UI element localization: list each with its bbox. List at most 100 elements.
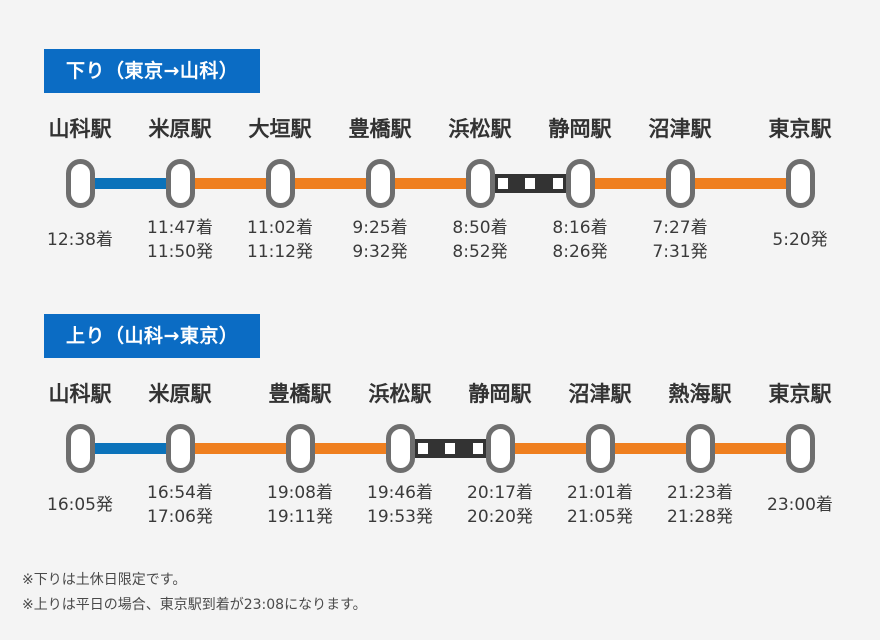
- station-times: 20:17着 20:20発: [420, 481, 580, 529]
- station-name: 大垣駅: [248, 117, 312, 141]
- station-departure-time: 17:06発: [147, 507, 213, 527]
- station-name: 浜松駅: [448, 117, 512, 141]
- station-marker[interactable]: [665, 159, 695, 208]
- line-segment-blue: [80, 178, 180, 189]
- footnote: ※上りは平日の場合、東京駅到着が23:08になります。: [22, 597, 367, 613]
- station-marker[interactable]: [785, 159, 815, 208]
- station-arrival-time: 5:20発: [772, 230, 828, 250]
- station-marker[interactable]: [685, 424, 715, 473]
- line-segment-orange: [180, 443, 300, 454]
- line-segment-orange: [680, 178, 800, 189]
- station-departure-time: 8:26発: [552, 242, 608, 262]
- footnote: ※下りは土休日限定です。: [22, 572, 187, 588]
- station-marker[interactable]: [165, 424, 195, 473]
- line-segment-orange: [580, 178, 680, 189]
- station-departure-time: 9:32発: [352, 242, 408, 262]
- station-times: 5:20発: [720, 228, 880, 252]
- station-departure-time: 11:12発: [247, 242, 313, 262]
- station-marker[interactable]: [585, 424, 615, 473]
- station-arrival-time: 16:05発: [47, 495, 113, 515]
- route-direction-badge: 上り（山科→東京）: [44, 314, 261, 358]
- line-segment-orange: [180, 178, 280, 189]
- station-times: 11:47着 11:50発: [100, 216, 260, 264]
- station-departure-time: 8:52発: [452, 242, 508, 262]
- dash-tick: [445, 443, 455, 454]
- station-arrival-time: 12:38着: [47, 230, 113, 250]
- station-marker[interactable]: [285, 424, 315, 473]
- station-arrival-time: 21:23着: [667, 483, 733, 503]
- line-segment-orange: [280, 178, 380, 189]
- station-departure-time: 21:05発: [567, 507, 633, 527]
- line-segment-blue: [80, 443, 180, 454]
- line-segment-orange: [700, 443, 800, 454]
- station-marker[interactable]: [165, 159, 195, 208]
- station-arrival-time: 16:54着: [147, 483, 213, 503]
- station-name: 米原駅: [148, 117, 212, 141]
- station-name: 静岡駅: [468, 382, 532, 406]
- station-arrival-time: 21:01着: [567, 483, 633, 503]
- station-marker[interactable]: [485, 424, 515, 473]
- station-arrival-time: 7:27着: [652, 218, 708, 238]
- station-arrival-time: 8:50着: [452, 218, 508, 238]
- station-times: 12:38着: [0, 228, 160, 252]
- dash-tick: [417, 443, 428, 454]
- station-departure-time: 21:28発: [667, 507, 733, 527]
- station-times: 21:01着 21:05発: [520, 481, 680, 529]
- line-segment-orange: [380, 178, 480, 189]
- station-times: 8:50着 8:52発: [400, 216, 560, 264]
- station-name: 米原駅: [148, 382, 212, 406]
- station-arrival-time: 19:46着: [367, 483, 433, 503]
- station-arrival-time: 20:17着: [467, 483, 533, 503]
- station-arrival-time: 11:47着: [147, 218, 213, 238]
- station-times: 16:05発: [0, 493, 160, 517]
- station-name: 東京駅: [768, 382, 832, 406]
- station-arrival-time: 19:08着: [267, 483, 333, 503]
- station-name: 沼津駅: [648, 117, 712, 141]
- station-name: 東京駅: [768, 117, 832, 141]
- station-name: 豊橋駅: [268, 382, 332, 406]
- station-times: 7:27着 7:31発: [600, 216, 760, 264]
- dash-tick: [472, 443, 483, 454]
- station-departure-time: 11:50発: [147, 242, 213, 262]
- dash-tick: [525, 178, 535, 189]
- station-times: 11:02着 11:12発: [200, 216, 360, 264]
- station-marker[interactable]: [785, 424, 815, 473]
- line-segment-orange: [600, 443, 700, 454]
- line-segment-orange: [500, 443, 600, 454]
- station-name: 山科駅: [48, 382, 112, 406]
- station-marker[interactable]: [265, 159, 295, 208]
- station-departure-time: 19:53発: [367, 507, 433, 527]
- route-direction-badge: 下り（東京→山科）: [44, 49, 261, 93]
- station-marker[interactable]: [565, 159, 595, 208]
- station-name: 沼津駅: [568, 382, 632, 406]
- station-marker[interactable]: [385, 424, 415, 473]
- station-departure-time: 7:31発: [652, 242, 708, 262]
- dash-tick: [552, 178, 563, 189]
- station-marker[interactable]: [65, 424, 95, 473]
- station-arrival-time: 11:02着: [247, 218, 313, 238]
- station-name: 山科駅: [48, 117, 112, 141]
- station-times: 23:00着: [720, 493, 880, 517]
- station-marker[interactable]: [465, 159, 495, 208]
- station-name: 豊橋駅: [348, 117, 412, 141]
- station-times: 19:46着 19:53発: [320, 481, 480, 529]
- station-arrival-time: 8:16着: [552, 218, 608, 238]
- line-segment-dashed: [480, 174, 580, 193]
- station-name: 浜松駅: [368, 382, 432, 406]
- station-name: 熱海駅: [668, 382, 732, 406]
- station-marker[interactable]: [65, 159, 95, 208]
- station-name: 静岡駅: [548, 117, 612, 141]
- station-departure-time: 20:20発: [467, 507, 533, 527]
- route-line: 山科駅 12:38着 米原駅 11:47着 11:50発 大垣駅 11:02着 11:12発 豊…: [0, 0, 880, 262]
- footnotes: ※下りは土休日限定です。 ※上りは平日の場合、東京駅到着が23:08になります。: [22, 568, 367, 618]
- line-segment-orange: [300, 443, 400, 454]
- station-times: 21:23着 21:28発: [620, 481, 780, 529]
- dash-tick: [497, 178, 508, 189]
- line-segment-dashed: [400, 439, 500, 458]
- station-times: 16:54着 17:06発: [100, 481, 260, 529]
- station-times: 8:16着 8:26発: [500, 216, 660, 264]
- station-marker[interactable]: [365, 159, 395, 208]
